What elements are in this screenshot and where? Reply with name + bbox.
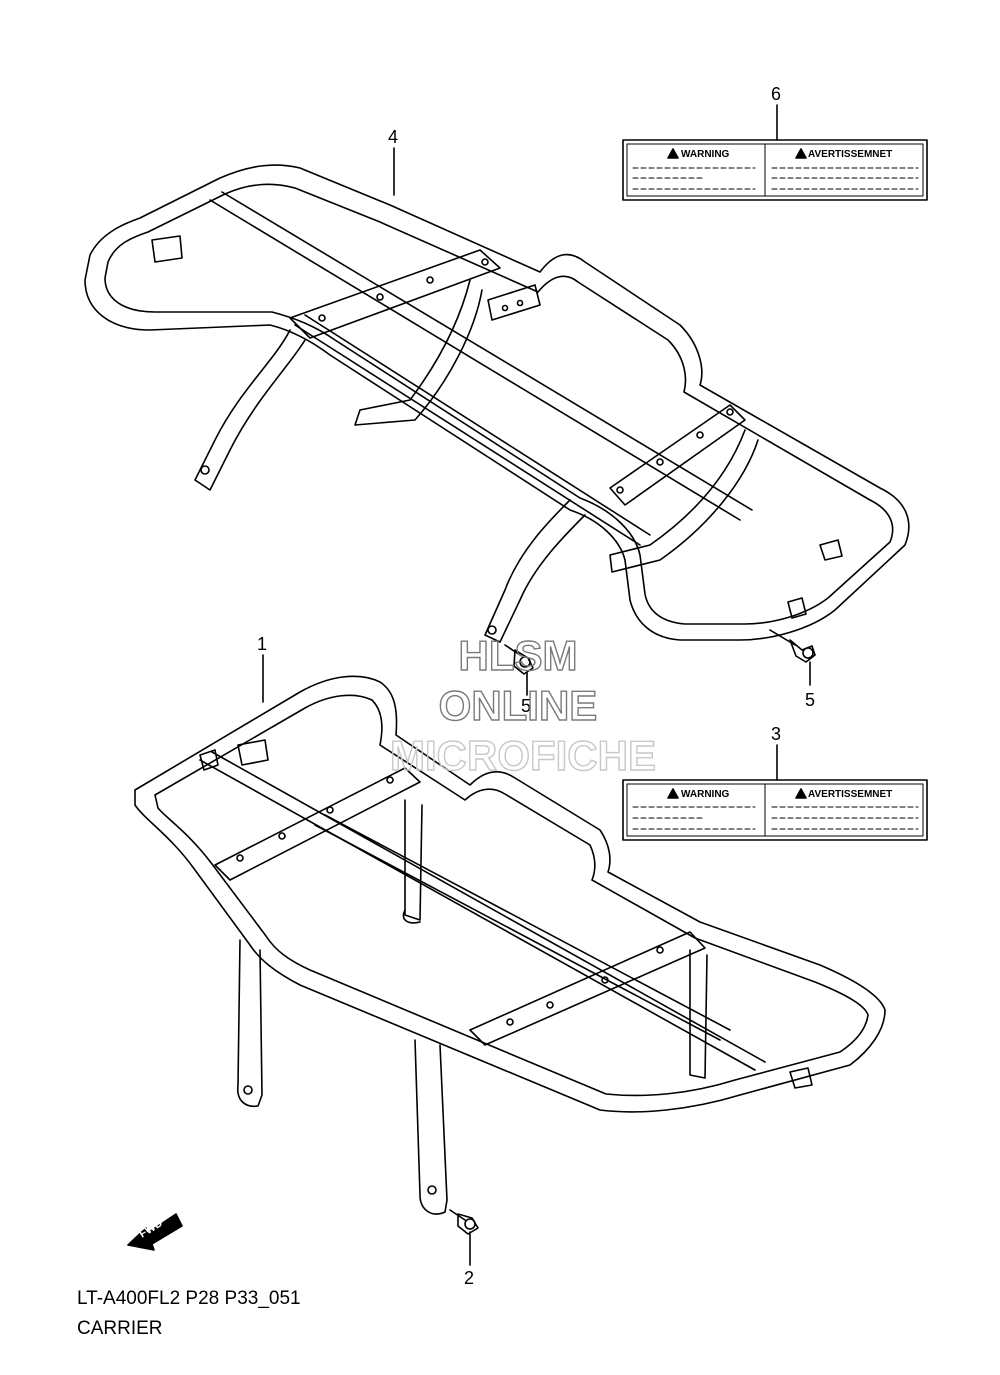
bolt-left[interactable] <box>504 644 534 675</box>
callout-3: 3 <box>771 724 781 744</box>
callout-6: 6 <box>771 84 781 104</box>
front-label-right-head: AVERTISSEMNET <box>808 789 892 800</box>
callout-5-left: 5 <box>521 696 531 716</box>
callout-1: 1 <box>257 634 267 654</box>
watermark-line1: HLSM <box>459 632 578 679</box>
rear-label-right-head: AVERTISSEMNET <box>808 149 892 160</box>
diagram-title: CARRIER <box>77 1318 163 1339</box>
warning-triangle-icon <box>795 788 807 799</box>
rear-warning-label[interactable] <box>622 139 928 201</box>
callout-2: 2 <box>464 1268 474 1288</box>
bolt-right[interactable] <box>769 629 816 663</box>
callout-5-right: 5 <box>805 690 815 710</box>
watermark-line2: ONLINE <box>439 682 598 729</box>
watermark-line3: MICROFICHE <box>390 732 656 779</box>
bolt-front[interactable] <box>449 1209 479 1235</box>
front-label-left-head: WARNING <box>681 789 730 800</box>
rear-label-left-head: WARNING <box>681 149 730 160</box>
fwd-arrow-icon <box>127 1213 183 1251</box>
warning-triangle-icon <box>667 148 679 159</box>
warning-triangle-icon <box>795 148 807 159</box>
callout-4: 4 <box>388 127 398 147</box>
rear-carrier[interactable] <box>84 164 910 643</box>
diagram-code: LT-A400FL2 P28 P33_051 <box>77 1288 301 1309</box>
warning-triangle-icon <box>667 788 679 799</box>
front-carrier[interactable] <box>134 675 886 1215</box>
front-warning-label[interactable] <box>622 779 928 841</box>
